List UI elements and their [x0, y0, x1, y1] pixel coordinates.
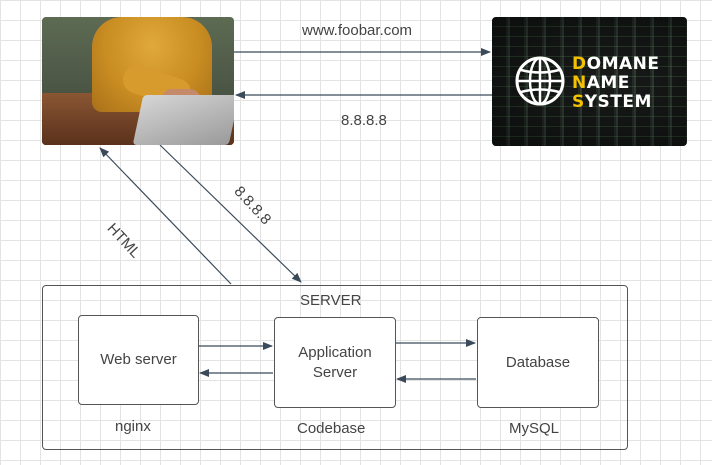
- globe-icon: [515, 56, 565, 106]
- dns-logo-text: DOMANE NAME SYSTEM: [572, 54, 660, 112]
- web-server-box: Web server: [78, 315, 199, 405]
- database-caption: MySQL: [509, 420, 560, 437]
- arrow-server-to-client: [99, 147, 232, 285]
- client-user-photo: [42, 17, 234, 145]
- dns-server-image: DOMANE NAME SYSTEM: [492, 17, 687, 146]
- server-container: [42, 285, 628, 450]
- request-domain-label: www.foobar.com: [302, 22, 413, 39]
- application-server-box: Application Server: [274, 317, 396, 408]
- web-server-label: Web server: [100, 351, 177, 368]
- server-title: SERVER: [300, 292, 362, 309]
- arrow-client-to-server: [159, 144, 302, 283]
- database-box: Database: [477, 317, 599, 408]
- dns-response-ip-label: 8.8.8.8: [341, 112, 387, 129]
- database-label: Database: [505, 353, 571, 371]
- web-server-caption: nginx: [115, 418, 151, 435]
- application-server-caption: Codebase: [297, 420, 366, 437]
- application-server-label: Application Server: [298, 343, 372, 381]
